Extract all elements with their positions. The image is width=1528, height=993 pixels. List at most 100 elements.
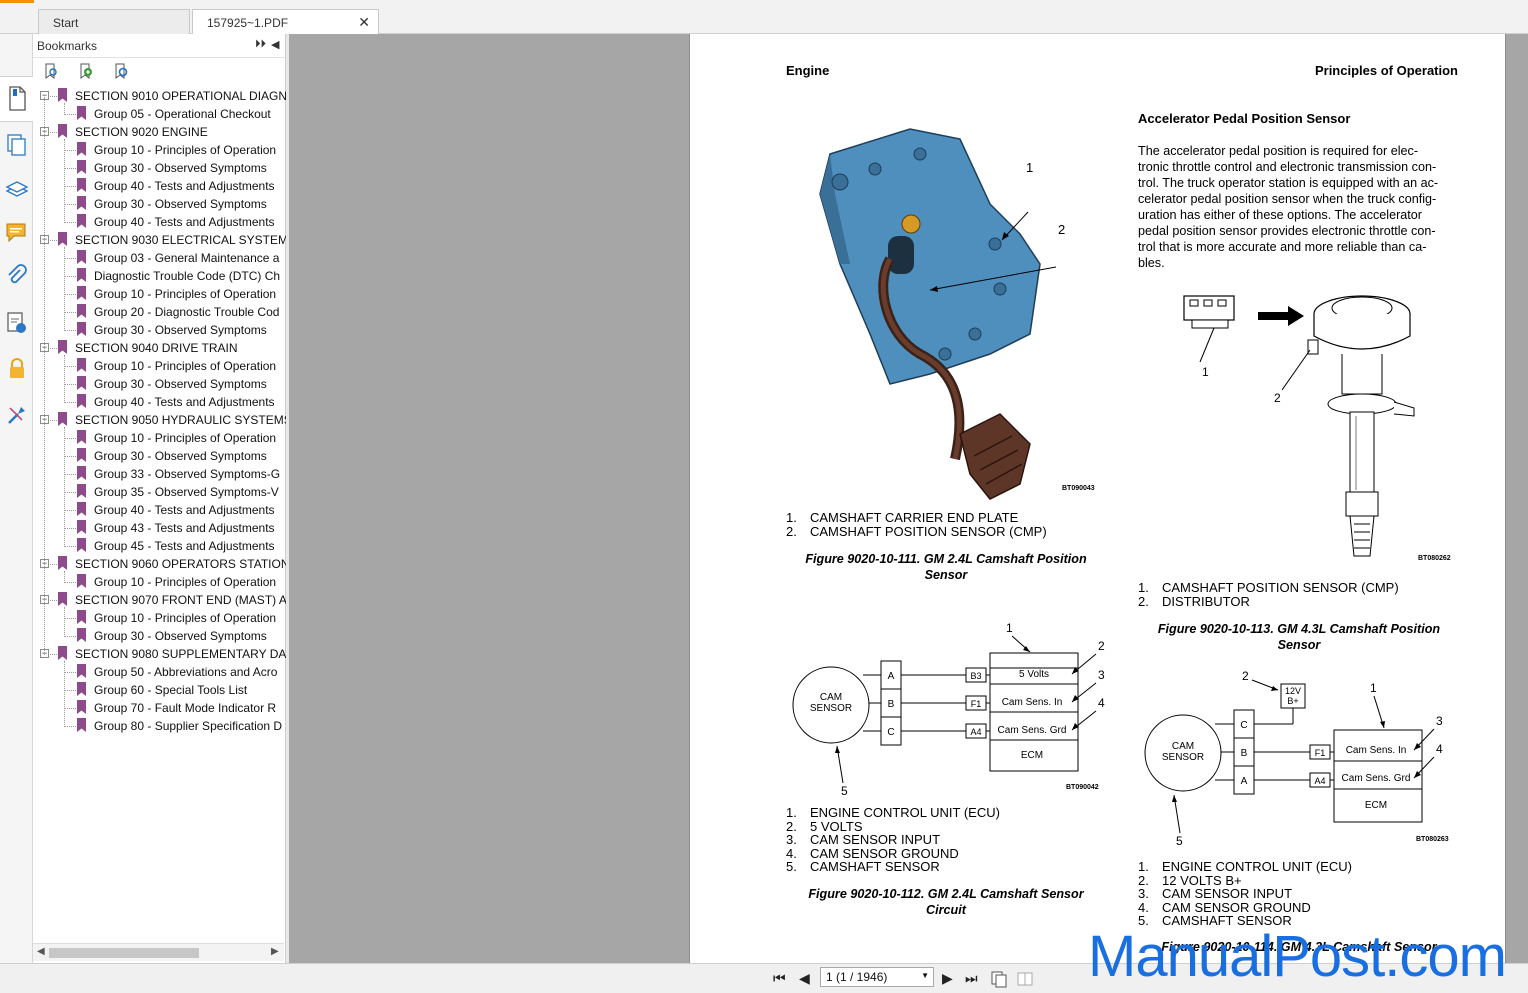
tree-connector bbox=[64, 186, 76, 187]
tree-guide bbox=[44, 97, 45, 655]
tree-connector bbox=[64, 690, 76, 691]
page-number-input[interactable]: 1 (1 / 1946) ▼ bbox=[820, 967, 934, 987]
tree-guide bbox=[64, 103, 65, 115]
cam-sensor-circuit-diagram-43l: 2 12V B+ CAM SENSOR C B A bbox=[1144, 669, 1443, 848]
bookmark-item[interactable]: Group 40 - Tests and Adjustments bbox=[33, 213, 293, 231]
document-viewport[interactable]: Engine Principles of Operation bbox=[289, 34, 1528, 963]
bookmark-label: Group 10 - Principles of Operation bbox=[94, 431, 277, 445]
bookmark-icon bbox=[77, 700, 86, 714]
bookmark-section[interactable]: −SECTION 9010 OPERATIONAL DIAGN bbox=[33, 87, 293, 105]
bookmark-section[interactable]: −SECTION 9040 DRIVE TRAIN bbox=[33, 339, 293, 357]
bookmark-item[interactable]: Group 50 - Abbreviations and Acro bbox=[33, 663, 293, 681]
tab-start[interactable]: Start bbox=[38, 9, 190, 34]
bookmark-section[interactable]: −SECTION 9030 ELECTRICAL SYSTEM bbox=[33, 231, 293, 249]
bookmark-section[interactable]: −SECTION 9080 SUPPLEMENTARY DAT bbox=[33, 645, 293, 663]
document-vertical-scrollbar[interactable] bbox=[1507, 34, 1528, 963]
bookmark-item[interactable]: Diagnostic Trouble Code (DTC) Ch bbox=[33, 267, 293, 285]
bookmark-item[interactable]: Group 33 - Observed Symptoms-G bbox=[33, 465, 293, 483]
bookmark-item[interactable]: Group 10 - Principles of Operation bbox=[33, 285, 293, 303]
bookmark-item[interactable]: Group 10 - Principles of Operation bbox=[33, 429, 293, 447]
bookmark-item[interactable]: Group 10 - Principles of Operation bbox=[33, 357, 293, 375]
attachments-rail-button[interactable] bbox=[4, 264, 30, 290]
bookmark-item[interactable]: Group 30 - Observed Symptoms bbox=[33, 159, 293, 177]
panel-splitter[interactable] bbox=[286, 34, 289, 963]
bookmark-icon bbox=[77, 178, 86, 192]
tree-connector bbox=[64, 312, 76, 313]
page-header-right: Principles of Operation bbox=[1314, 63, 1458, 78]
security-rail-button[interactable] bbox=[4, 356, 30, 382]
tree-connector bbox=[64, 528, 76, 529]
close-icon[interactable]: ✕ bbox=[358, 14, 370, 30]
bookmark-icon bbox=[77, 448, 86, 462]
circuit-sensor-label: CAM bbox=[820, 692, 842, 703]
bookmark-icon bbox=[77, 466, 86, 480]
svg-text:Cam Sens. Grd: Cam Sens. Grd bbox=[1342, 773, 1411, 784]
bookmark-label: Group 30 - Observed Symptoms bbox=[94, 197, 267, 211]
layers-rail-button[interactable] bbox=[4, 176, 30, 202]
bookmark-section[interactable]: −SECTION 9060 OPERATORS STATION bbox=[33, 555, 293, 573]
bookmark-icon bbox=[77, 142, 86, 156]
bookmark-item[interactable]: Group 40 - Tests and Adjustments bbox=[33, 393, 293, 411]
facing-pages-icon[interactable] bbox=[1016, 970, 1034, 988]
bookmark-item[interactable]: Group 70 - Fault Mode Indicator R bbox=[33, 699, 293, 717]
scroll-right-icon[interactable]: ▶ bbox=[271, 946, 279, 957]
collapse-panel-icon[interactable]: ◀ bbox=[271, 39, 280, 51]
tree-connector bbox=[64, 438, 76, 439]
bookmark-label: Group 03 - General Maintenance a bbox=[94, 251, 280, 265]
bookmark-item[interactable]: Group 20 - Diagnostic Trouble Cod bbox=[33, 303, 293, 321]
bookmark-item[interactable]: Group 30 - Observed Symptoms bbox=[33, 321, 293, 339]
svg-text:4: 4 bbox=[1098, 696, 1105, 710]
bookmark-item[interactable]: Group 30 - Observed Symptoms bbox=[33, 447, 293, 465]
bookmark-item[interactable]: Group 30 - Observed Symptoms bbox=[33, 627, 293, 645]
first-page-icon[interactable]: ⏮ bbox=[773, 970, 786, 986]
bookmark-section[interactable]: −SECTION 9050 HYDRAULIC SYSTEMS bbox=[33, 411, 293, 429]
bookmark-item[interactable]: Group 05 - Operational Checkout bbox=[33, 105, 293, 123]
bookmark-item[interactable]: Group 30 - Observed Symptoms bbox=[33, 375, 293, 393]
continuous-page-icon[interactable] bbox=[990, 970, 1008, 988]
last-page-icon[interactable]: ⏭ bbox=[965, 970, 978, 986]
bookmark-item[interactable]: Group 40 - Tests and Adjustments bbox=[33, 501, 293, 519]
tree-connector bbox=[64, 726, 76, 727]
next-page-icon[interactable]: ▶ bbox=[942, 970, 953, 986]
page-header-left: Engine bbox=[786, 63, 830, 78]
bookmark-item[interactable]: Group 10 - Principles of Operation bbox=[33, 141, 293, 159]
bookmark-section[interactable]: −SECTION 9070 FRONT END (MAST) A bbox=[33, 591, 293, 609]
bookmark-label: SECTION 9020 ENGINE bbox=[75, 125, 208, 139]
fig112-legend: 1.ENGINE CONTROL UNIT (ECU) 2.5 VOLTS 3.… bbox=[786, 806, 1000, 874]
tools-rail-button[interactable] bbox=[4, 402, 30, 428]
pages-rail-button[interactable] bbox=[4, 132, 30, 158]
bookmark-properties-icon[interactable] bbox=[113, 63, 129, 79]
bookmark-section[interactable]: −SECTION 9020 ENGINE bbox=[33, 123, 293, 141]
bookmark-item[interactable]: Group 35 - Observed Symptoms-V bbox=[33, 483, 293, 501]
scrollbar-thumb[interactable] bbox=[49, 948, 199, 958]
bookmark-item[interactable]: Group 80 - Supplier Specification D bbox=[33, 717, 293, 735]
scroll-left-icon[interactable]: ◀ bbox=[37, 946, 45, 957]
tree-connector bbox=[64, 456, 76, 457]
bookmark-item[interactable]: Group 10 - Principles of Operation bbox=[33, 609, 293, 627]
bookmark-item[interactable]: Group 45 - Tests and Adjustments bbox=[33, 537, 293, 555]
find-bookmark-icon[interactable] bbox=[43, 63, 59, 79]
add-bookmark-icon[interactable] bbox=[78, 63, 94, 79]
bookmark-item[interactable]: Group 10 - Principles of Operation bbox=[33, 573, 293, 591]
bookmark-label: Diagnostic Trouble Code (DTC) Ch bbox=[94, 269, 281, 283]
legend-item: 4.CAM SENSOR GROUND bbox=[786, 845, 959, 861]
svg-text:2: 2 bbox=[1242, 669, 1249, 683]
bookmarks-rail-button[interactable] bbox=[0, 76, 33, 122]
bookmark-item[interactable]: Group 43 - Tests and Adjustments bbox=[33, 519, 293, 537]
chevron-down-icon[interactable]: ▼ bbox=[921, 971, 929, 980]
previous-page-icon[interactable]: ◀ bbox=[799, 970, 810, 986]
bookmark-item[interactable]: Group 60 - Special Tools List bbox=[33, 681, 293, 699]
bookmark-icon bbox=[77, 106, 86, 120]
svg-text:1: 1 bbox=[1370, 681, 1377, 695]
comments-icon bbox=[6, 223, 26, 243]
bookmark-item[interactable]: Group 03 - General Maintenance a bbox=[33, 249, 293, 267]
bookmark-item[interactable]: Group 30 - Observed Symptoms bbox=[33, 195, 293, 213]
tree-connector bbox=[50, 564, 57, 565]
tree-connector bbox=[64, 150, 76, 151]
comments-rail-button[interactable] bbox=[4, 220, 30, 246]
bookmark-horizontal-scrollbar[interactable]: ◀ ▶ bbox=[33, 943, 284, 961]
bookmark-item[interactable]: Group 40 - Tests and Adjustments bbox=[33, 177, 293, 195]
expand-panel-icon[interactable]: ⏵⏵ bbox=[255, 38, 266, 50]
signature-rail-button[interactable] bbox=[4, 310, 30, 336]
tab-document[interactable]: 157925~1.PDF ✕ bbox=[192, 9, 379, 34]
